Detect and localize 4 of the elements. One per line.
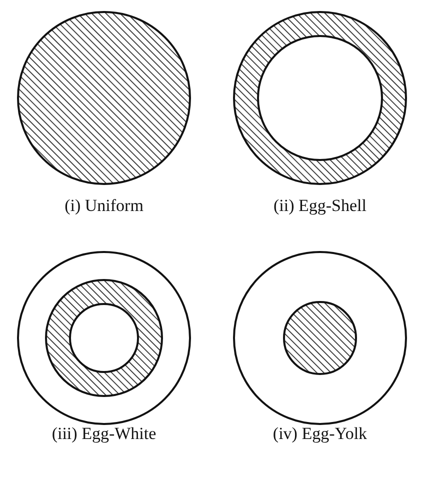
caption: (iii) Egg-White: [50, 424, 158, 444]
caption: (iv) Egg-Yolk: [272, 424, 368, 444]
caption: (ii) Egg-Shell: [272, 196, 368, 216]
caption: (i) Uniform: [64, 196, 144, 216]
